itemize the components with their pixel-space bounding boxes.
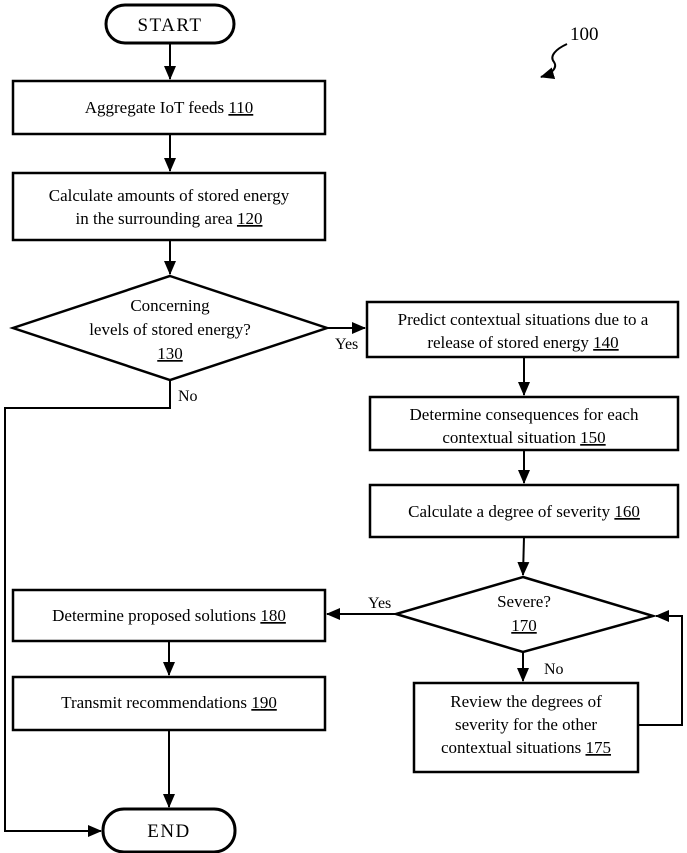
decision-130-label-line1: Concerning — [130, 296, 210, 315]
end-terminal-shape — [101, 807, 237, 853]
process-box-190: Transmit recommendations 190 — [11, 675, 327, 732]
figure-number-label: 100 — [570, 24, 599, 45]
end-label: END — [147, 821, 191, 842]
process-box-175: Review the degrees of severity for the o… — [412, 681, 640, 774]
start-terminal-shape — [104, 3, 236, 45]
start-label: START — [137, 15, 202, 36]
decision-130-shape — [9, 274, 331, 382]
box-180-label: Determine proposed solutions 180 — [52, 606, 286, 625]
figure-number-pointer-arrow — [540, 43, 568, 80]
branch-label-170-yes: Yes — [368, 595, 391, 612]
edge-130-no-to-end — [4, 380, 171, 837]
box-190-shape — [11, 675, 327, 732]
decision-130-ref: 130 — [157, 344, 183, 363]
decision-170-shape — [391, 575, 658, 654]
edge-160-to-170 — [517, 536, 530, 576]
branch-label-130-yes: Yes — [335, 336, 358, 353]
process-box-180: Determine proposed solutions 180 — [11, 588, 327, 643]
box-160-label: Calculate a degree of severity 160 — [408, 502, 640, 521]
box-120-label-line1: Calculate amounts of stored energy — [49, 186, 290, 205]
box-140-label-line2: release of stored energy 140 — [427, 333, 618, 352]
box-150-label-line1: Determine consequences for each — [410, 405, 639, 424]
decision-130-label-line2: levels of stored energy? — [89, 320, 251, 339]
process-box-160: Calculate a degree of severity 160 — [368, 483, 680, 539]
box-110-label: Aggregate IoT feeds 110 — [85, 98, 254, 117]
decision-diamond-170: Severe? 170 — [391, 575, 658, 654]
box-140-shape — [365, 300, 680, 359]
process-box-120: Calculate amounts of stored energy in th… — [11, 171, 327, 242]
process-box-140: Predict contextual situations due to a r… — [365, 300, 680, 359]
box-150-shape — [368, 395, 680, 452]
decision-170-ref: 170 — [511, 616, 537, 635]
box-160-shape — [368, 483, 680, 539]
decision-170-label: Severe? — [497, 592, 551, 611]
end-node: END — [101, 807, 237, 853]
box-120-shape — [11, 171, 327, 242]
start-node: START — [104, 3, 236, 45]
box-175-label-line1: Review the degrees of — [450, 692, 602, 711]
box-175-shape — [412, 681, 640, 774]
branch-label-130-no: No — [178, 388, 198, 405]
box-140-label-line1: Predict contextual situations due to a — [398, 310, 649, 329]
box-180-shape — [11, 588, 327, 643]
box-190-label: Transmit recommendations 190 — [61, 693, 277, 712]
process-box-110: Aggregate IoT feeds 110 — [11, 79, 327, 136]
box-175-label-line2: severity for the other — [455, 715, 597, 734]
box-150-label-line2: contextual situation 150 — [442, 428, 605, 447]
edge-175-loop-to-170 — [638, 610, 683, 726]
process-box-150: Determine consequences for each contextu… — [368, 395, 680, 452]
branch-label-170-no: No — [544, 661, 564, 678]
decision-diamond-130: Concerning levels of stored energy? 130 — [9, 274, 331, 382]
box-175-label-line3: contextual situations 175 — [441, 738, 611, 757]
box-110-shape — [11, 79, 327, 136]
box-120-label-line2: in the surrounding area 120 — [76, 209, 263, 228]
